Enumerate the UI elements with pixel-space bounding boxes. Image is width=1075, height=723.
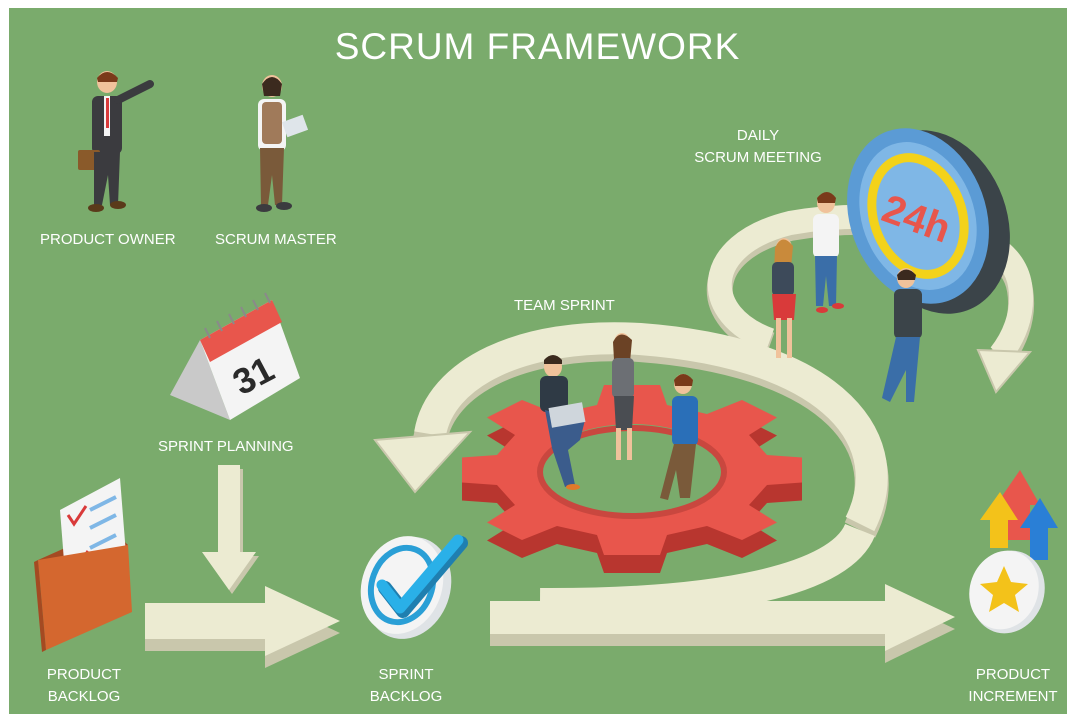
scrum-master-figure	[256, 75, 309, 212]
page-title: SCRUM FRAMEWORK	[334, 26, 741, 67]
team-person-man	[660, 374, 698, 500]
daily-person-man-white	[813, 192, 844, 313]
daily-scrum-label-line2: SCRUM MEETING	[694, 149, 822, 166]
team-sprint-label: TEAM SPRINT	[514, 297, 615, 314]
product-owner-label: PRODUCT OWNER	[40, 231, 176, 248]
sprint-backlog-label-line2: BACKLOG	[369, 688, 443, 705]
backlog-arrow	[145, 586, 340, 668]
scrum-master-label: SCRUM MASTER	[215, 231, 337, 248]
folder-icon	[34, 478, 132, 652]
product-increment-label-line1: PRODUCT	[975, 666, 1051, 683]
sprint-planning-label: SPRINT PLANNING	[158, 438, 294, 455]
sprint-backlog-label-line1: SPRINT	[378, 666, 434, 683]
daily-scrum-label-line1: DAILY	[736, 127, 780, 144]
product-increment-label: PRODUCT INCREMENT	[960, 664, 1066, 708]
daily-person-man-vest	[882, 268, 922, 402]
increment-icon	[969, 470, 1058, 634]
product-owner-figure	[78, 71, 154, 212]
product-backlog-label-line1: PRODUCT	[46, 666, 122, 683]
main-flow-arrow	[490, 522, 955, 663]
daily-scrum-label: DAILY SCRUM MEETING	[688, 125, 828, 169]
planning-arrow	[202, 465, 259, 594]
team-person-laptop	[540, 355, 586, 490]
calendar-icon: 31	[170, 292, 300, 420]
team-person-woman	[612, 333, 634, 460]
daily-person-woman	[772, 238, 796, 358]
sprint-backlog-label: SPRINT BACKLOG	[362, 664, 450, 708]
product-backlog-label: PRODUCT BACKLOG	[38, 664, 130, 708]
checkmark-badge-icon	[360, 534, 468, 639]
product-increment-label-line2: INCREMENT	[968, 688, 1058, 705]
product-backlog-label-line2: BACKLOG	[47, 688, 121, 705]
clock-icon: 24h	[847, 128, 1010, 314]
sprint-loop-arrow	[373, 322, 889, 538]
